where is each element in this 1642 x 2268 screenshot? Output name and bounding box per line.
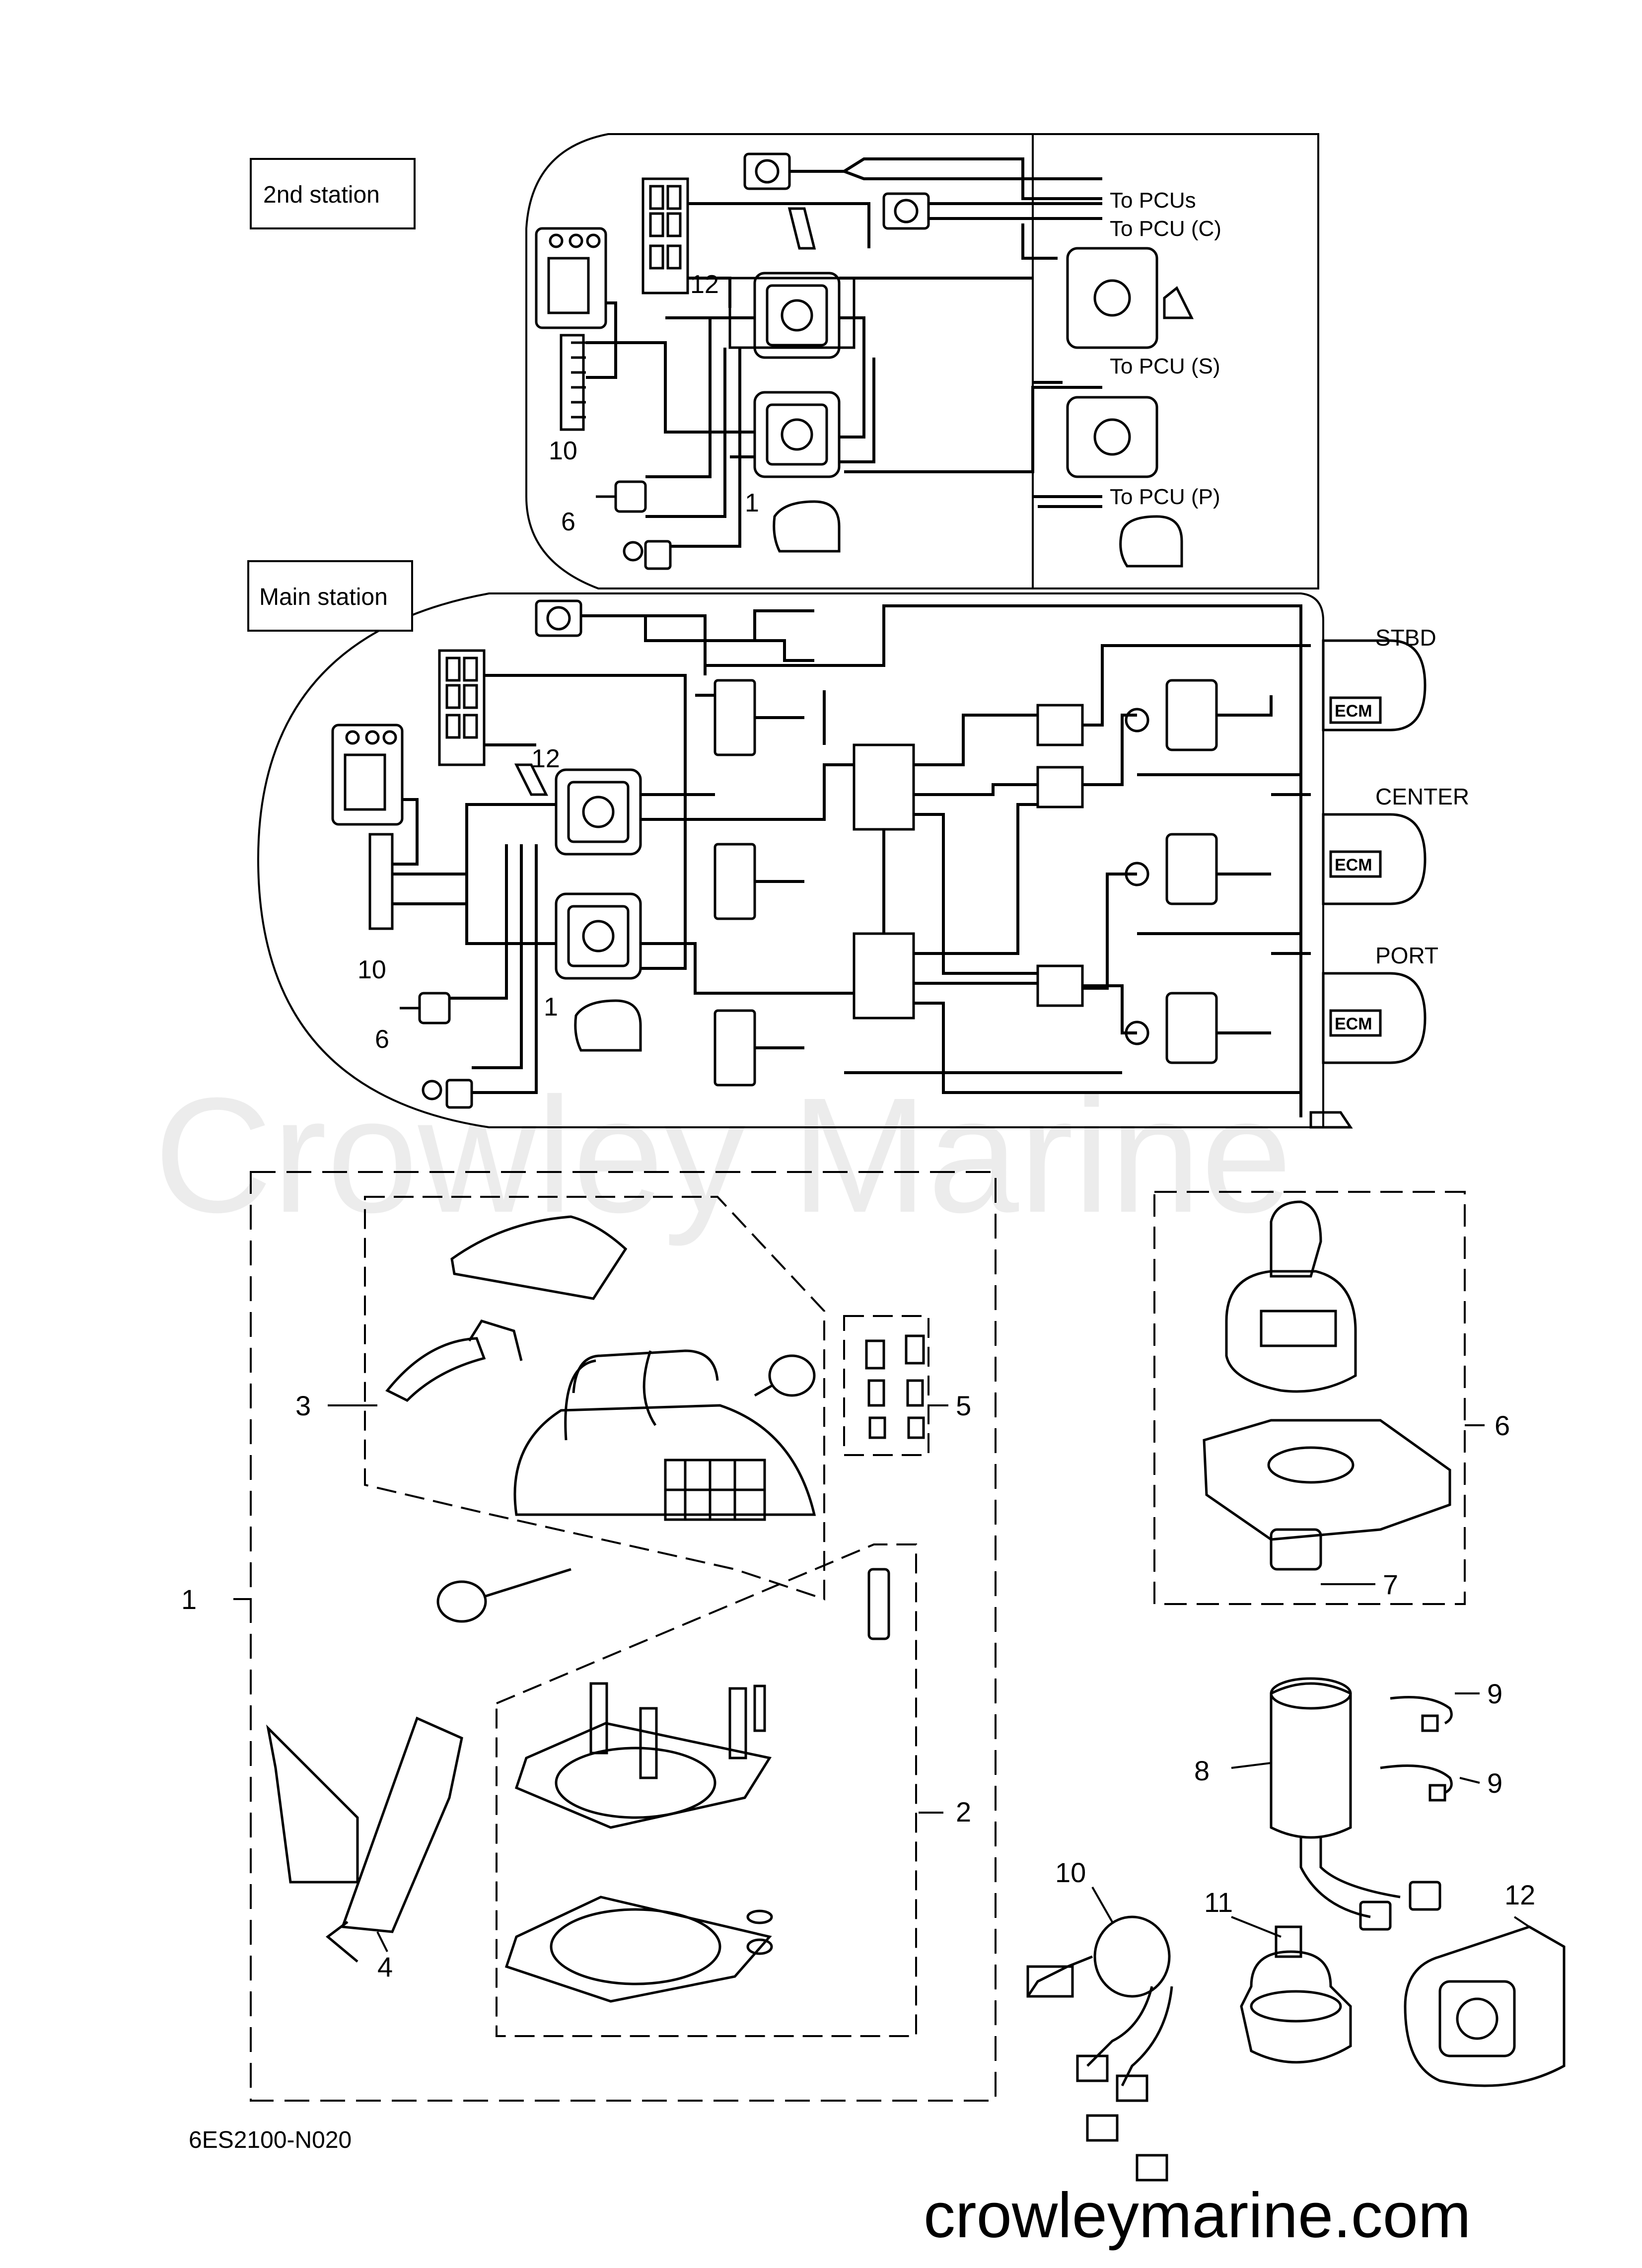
watermark: Crowley Marine (154, 1063, 1292, 1247)
engine-label-stbd: STBD (1375, 625, 1436, 651)
second-station-components (535, 152, 1194, 570)
part-callouts: 1 2 3 4 5 6 7 8 9 9 10 11 12 (181, 1390, 1535, 1982)
second-station-title-box (250, 158, 416, 229)
joystick-exploded (1203, 1200, 1453, 1931)
main-station-title: Main station (259, 584, 388, 610)
part-callout-9b: 9 (1487, 1767, 1502, 1799)
group-6-dashed-border (1153, 1191, 1466, 1605)
ecm-box-center (1329, 850, 1382, 878)
ecm-box-port (1329, 1009, 1382, 1037)
second-station-title: 2nd station (263, 182, 380, 208)
main-callout-12: 12 (531, 744, 560, 773)
second-station-panel (525, 133, 1319, 589)
parts-10-12-leader-lines (1091, 1887, 1530, 1938)
remote-control-leader-lines (233, 1404, 948, 1952)
second-callout-6: 6 (561, 508, 575, 536)
main-station-wiring (392, 604, 1311, 1117)
part-11-helm-sensor (1240, 1925, 1352, 2064)
part-callout-5: 5 (956, 1390, 971, 1421)
second-callout-10: 10 (549, 437, 577, 465)
part-callout-2: 2 (956, 1796, 971, 1828)
part-10-sensor (1026, 1915, 1173, 2182)
output-to-pcus: To PCUs (1110, 188, 1196, 213)
joystick-leader-lines (1231, 1424, 1485, 1784)
part-callout-6: 6 (1495, 1410, 1510, 1441)
footer-site: crowleymarine.com (924, 2180, 1471, 2251)
remote-control-exploded (266, 1215, 925, 2003)
output-to-pcu-p: To PCU (P) (1110, 485, 1220, 509)
part-callout-3: 3 (295, 1390, 311, 1421)
engine-label-port: PORT (1375, 943, 1438, 968)
engine-port: ECM (1322, 972, 1427, 1064)
part-12-cover (1404, 1925, 1566, 2087)
part-callout-9a: 9 (1487, 1678, 1502, 1709)
output-to-pcu-c: To PCU (C) (1110, 217, 1221, 241)
second-callout-1: 1 (745, 489, 759, 517)
part-callout-7: 7 (1383, 1569, 1398, 1600)
part-callout-10: 10 (1055, 1857, 1086, 1888)
ecm-label-stbd: ECM (1335, 702, 1372, 721)
diagram-code: 6ES2100-N020 (189, 2127, 352, 2153)
part-callout-12: 12 (1504, 1879, 1535, 1910)
engine-center: ECM (1322, 813, 1427, 905)
engine-stbd: ECM (1322, 639, 1427, 732)
ecm-label-port: ECM (1335, 1015, 1372, 1033)
part-callout-4: 4 (377, 1951, 393, 1982)
output-to-pcu-s: To PCU (S) (1110, 354, 1220, 378)
part-callout-11: 11 (1204, 1887, 1233, 1918)
group-1-dashed-border (250, 1171, 997, 2102)
main-callout-1: 1 (544, 993, 558, 1022)
engine-label-center: CENTER (1375, 784, 1469, 809)
second-callout-12: 12 (690, 270, 719, 299)
ecm-box-stbd (1329, 696, 1382, 724)
ecm-label-center: ECM (1335, 856, 1372, 875)
second-station-wiring (586, 157, 1102, 548)
main-callout-6: 6 (375, 1025, 389, 1054)
part-callout-1: 1 (181, 1584, 197, 1615)
part-callout-8: 8 (1194, 1755, 1210, 1786)
main-station-title-box (247, 560, 413, 632)
group-2-dashed-border (496, 1543, 917, 2037)
main-callout-10: 10 (357, 955, 386, 984)
